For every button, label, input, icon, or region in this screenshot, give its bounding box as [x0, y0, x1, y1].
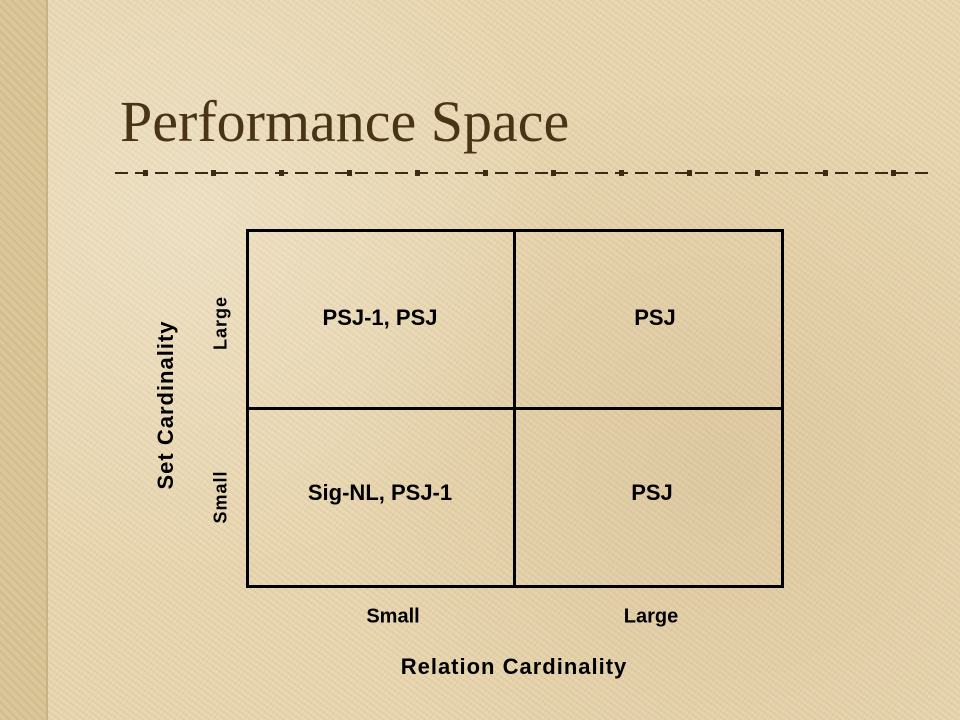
cell-large-set-small-relation: PSJ-1, PSJ [322, 305, 438, 330]
slide-title: Performance Space [120, 89, 570, 154]
column-label-small: Small [366, 605, 420, 628]
title-divider [115, 170, 930, 176]
y-axis-label: Set Cardinality [153, 320, 178, 490]
performance-grid [246, 229, 784, 588]
cell-large-set-large-relation: PSJ [634, 305, 676, 330]
cell-small-set-small-relation: Sig-NL, PSJ-1 [307, 480, 453, 505]
x-axis-label: Relation Cardinality [400, 654, 628, 679]
grid-horizontal-divider [249, 407, 781, 410]
left-decorative-stripe [0, 0, 46, 720]
cell-small-set-large-relation: PSJ [631, 480, 673, 505]
column-label-large: Large [623, 605, 679, 628]
stripe-edge-line [46, 0, 48, 720]
row-label-large: Large [210, 295, 231, 351]
row-label-small: Small [210, 470, 231, 524]
